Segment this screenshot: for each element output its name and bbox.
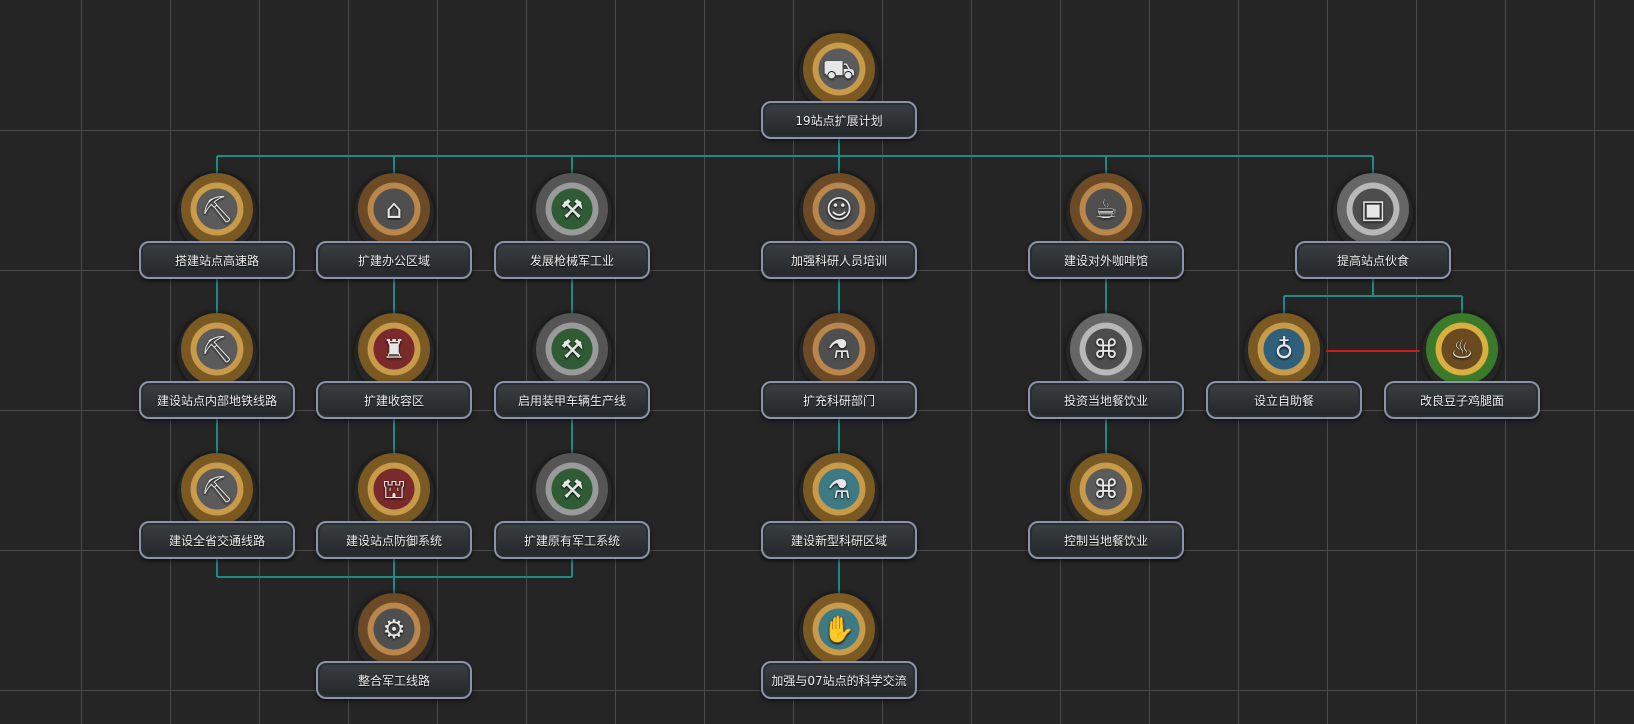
focus-label-plate: 19站点扩展计划 [761, 101, 917, 139]
focus-improve-noodles[interactable]: ♨ 改良豆子鸡腿面 [1382, 313, 1542, 423]
focus-expand-shelter[interactable]: ♜ 扩建收容区 [314, 313, 474, 423]
focus-arms-industry[interactable]: ⚒ 发展枪械军工业 [492, 173, 652, 283]
focus-label: 投资当地餐饮业 [1063, 393, 1148, 408]
focus-research-training[interactable]: ☺ 加强科研人员培训 [759, 173, 919, 283]
champagne-icon: ♁ [1244, 313, 1324, 393]
focus-station-highway[interactable]: ⛏ 搭建站点高速路 [137, 173, 297, 283]
focus-province-traffic[interactable]: ⛏ 建设全省交通线路 [137, 453, 297, 563]
focus-label-plate: 加强科研人员培训 [761, 241, 917, 279]
arms-factory-icon: ⚒ [532, 453, 612, 533]
focus-label-plate: 提高站点伙食 [1295, 241, 1451, 279]
focus-expand-military-industry[interactable]: ⚒ 扩建原有军工系统 [492, 453, 652, 563]
focus-label-plate: 建设站点内部地铁线路 [139, 381, 295, 419]
focus-label: 扩建办公区域 [357, 253, 430, 268]
flask-icon: ⚗ [799, 313, 879, 393]
fortification-icon: ⛫ [354, 453, 434, 533]
focus-expand-office[interactable]: ⌂ 扩建办公区域 [314, 173, 474, 283]
focus-label: 启用装甲车辆生产线 [517, 393, 626, 408]
food-crate-icon: ▣ [1333, 173, 1413, 253]
focus-buffet[interactable]: ♁ 设立自助餐 [1204, 313, 1364, 423]
focus-label-plate: 建设对外咖啡馆 [1028, 241, 1184, 279]
arms-factory-icon: ⚒ [532, 173, 612, 253]
focus-armored-vehicle-line[interactable]: ⚒ 启用装甲车辆生产线 [492, 313, 652, 423]
focus-label: 设立自助餐 [1253, 393, 1314, 408]
focus-label-plate: 扩建收容区 [316, 381, 472, 419]
noodles-icon: ♨ [1422, 313, 1502, 393]
focus-new-research-area[interactable]: ⚗ 建设新型科研区域 [759, 453, 919, 563]
focus-label: 建设站点防御系统 [345, 533, 442, 548]
focus-science-exchange-07[interactable]: ✋ 加强与07站点的科学交流 [759, 593, 919, 703]
focus-label: 加强科研人员培训 [790, 253, 887, 268]
focus-integrate-military-lines[interactable]: ⚙ 整合军工线路 [314, 593, 474, 703]
scientist-icon: ☺ [799, 173, 879, 253]
focus-label: 建设对外咖啡馆 [1063, 253, 1148, 268]
focus-label-plate: 建设站点防御系统 [316, 521, 472, 559]
focus-label-plate: 设立自助餐 [1206, 381, 1362, 419]
focus-19-station-expansion[interactable]: ⛟ 19站点扩展计划 [759, 33, 919, 143]
focus-label: 提高站点伙食 [1336, 253, 1409, 268]
focus-label-plate: 扩充科研部门 [761, 381, 917, 419]
focus-label-plate: 整合军工线路 [316, 661, 472, 699]
flasks-icon: ⚗ [799, 453, 879, 533]
focus-label: 扩建收容区 [363, 393, 424, 408]
focus-label-plate: 控制当地餐饮业 [1028, 521, 1184, 559]
focus-expand-research-dept[interactable]: ⚗ 扩充科研部门 [759, 313, 919, 423]
bulldozer-icon: ⛏ [177, 453, 257, 533]
focus-invest-local-food[interactable]: ⌘ 投资当地餐饮业 [1026, 313, 1186, 423]
factory-icon: ⌘ [1066, 453, 1146, 533]
factory-icon: ⌘ [1066, 313, 1146, 393]
focus-label: 控制当地餐饮业 [1063, 533, 1148, 548]
focus-control-local-food[interactable]: ⌘ 控制当地餐饮业 [1026, 453, 1186, 563]
focus-label: 建设新型科研区域 [790, 533, 887, 548]
focus-station-subway[interactable]: ⛏ 建设站点内部地铁线路 [137, 313, 297, 423]
handshake-flask-icon: ✋ [799, 593, 879, 673]
focus-label-plate: 启用装甲车辆生产线 [494, 381, 650, 419]
focus-label: 建设站点内部地铁线路 [156, 393, 277, 408]
focus-improve-food[interactable]: ▣ 提高站点伙食 [1293, 173, 1453, 283]
office-building-icon: ⌂ [354, 173, 434, 253]
soldier-icon: ♜ [354, 313, 434, 393]
focus-label-plate: 建设新型科研区域 [761, 521, 917, 559]
focus-label-plate: 建设全省交通线路 [139, 521, 295, 559]
tank-factory-icon: ⛟ [799, 33, 879, 113]
focus-label: 加强与07站点的科学交流 [771, 673, 907, 688]
bulldozer-icon: ⛏ [177, 173, 257, 253]
focus-station-defense[interactable]: ⛫ 建设站点防御系统 [314, 453, 474, 563]
bulldozer-icon: ⛏ [177, 313, 257, 393]
focus-label: 扩建原有军工系统 [523, 533, 620, 548]
focus-label: 搭建站点高速路 [174, 253, 259, 268]
focus-label-plate: 扩建原有军工系统 [494, 521, 650, 559]
focus-label: 建设全省交通线路 [168, 533, 265, 548]
focus-label: 19站点扩展计划 [795, 113, 883, 128]
industrial-complex-icon: ⚙ [354, 593, 434, 673]
focus-label: 发展枪械军工业 [529, 253, 614, 268]
focus-label-plate: 发展枪械军工业 [494, 241, 650, 279]
arms-factory-icon: ⚒ [532, 313, 612, 393]
factory-icon: ☕ [1066, 173, 1146, 253]
focus-label-plate: 加强与07站点的科学交流 [761, 661, 917, 699]
focus-label-plate: 搭建站点高速路 [139, 241, 295, 279]
focus-label: 扩充科研部门 [802, 393, 875, 408]
focus-label-plate: 扩建办公区域 [316, 241, 472, 279]
focus-label-plate: 投资当地餐饮业 [1028, 381, 1184, 419]
focus-external-cafe[interactable]: ☕ 建设对外咖啡馆 [1026, 173, 1186, 283]
focus-label: 改良豆子鸡腿面 [1419, 393, 1504, 408]
focus-label: 整合军工线路 [357, 673, 430, 688]
focus-label-plate: 改良豆子鸡腿面 [1384, 381, 1540, 419]
